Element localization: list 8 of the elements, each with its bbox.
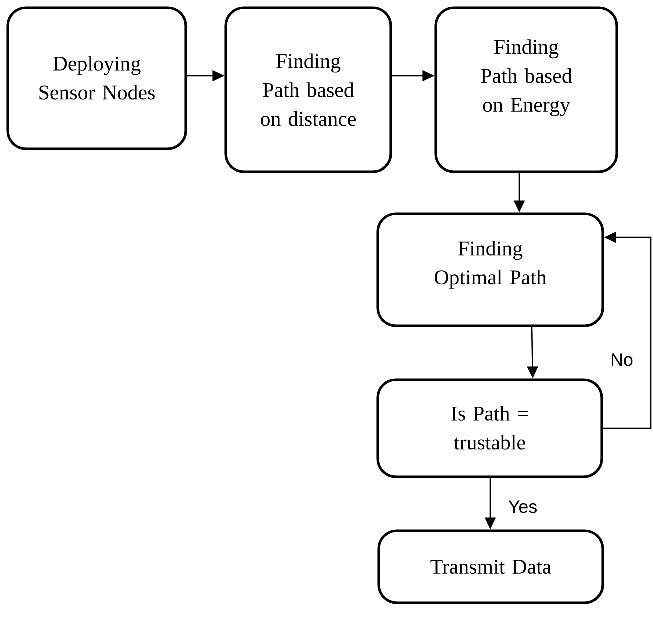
process-box: Is Path = trustable xyxy=(376,378,604,478)
process-box: Deploying Sensor Nodes xyxy=(6,6,188,150)
edge-label: No xyxy=(610,352,634,368)
process-box: Finding Path based on Energy xyxy=(434,6,618,174)
process-box: Finding Optimal Path xyxy=(376,212,604,328)
edge-label: Yes xyxy=(507,500,539,514)
process-box: Transmit Data xyxy=(378,530,604,604)
process-box: Finding Path based on distance xyxy=(224,6,392,174)
